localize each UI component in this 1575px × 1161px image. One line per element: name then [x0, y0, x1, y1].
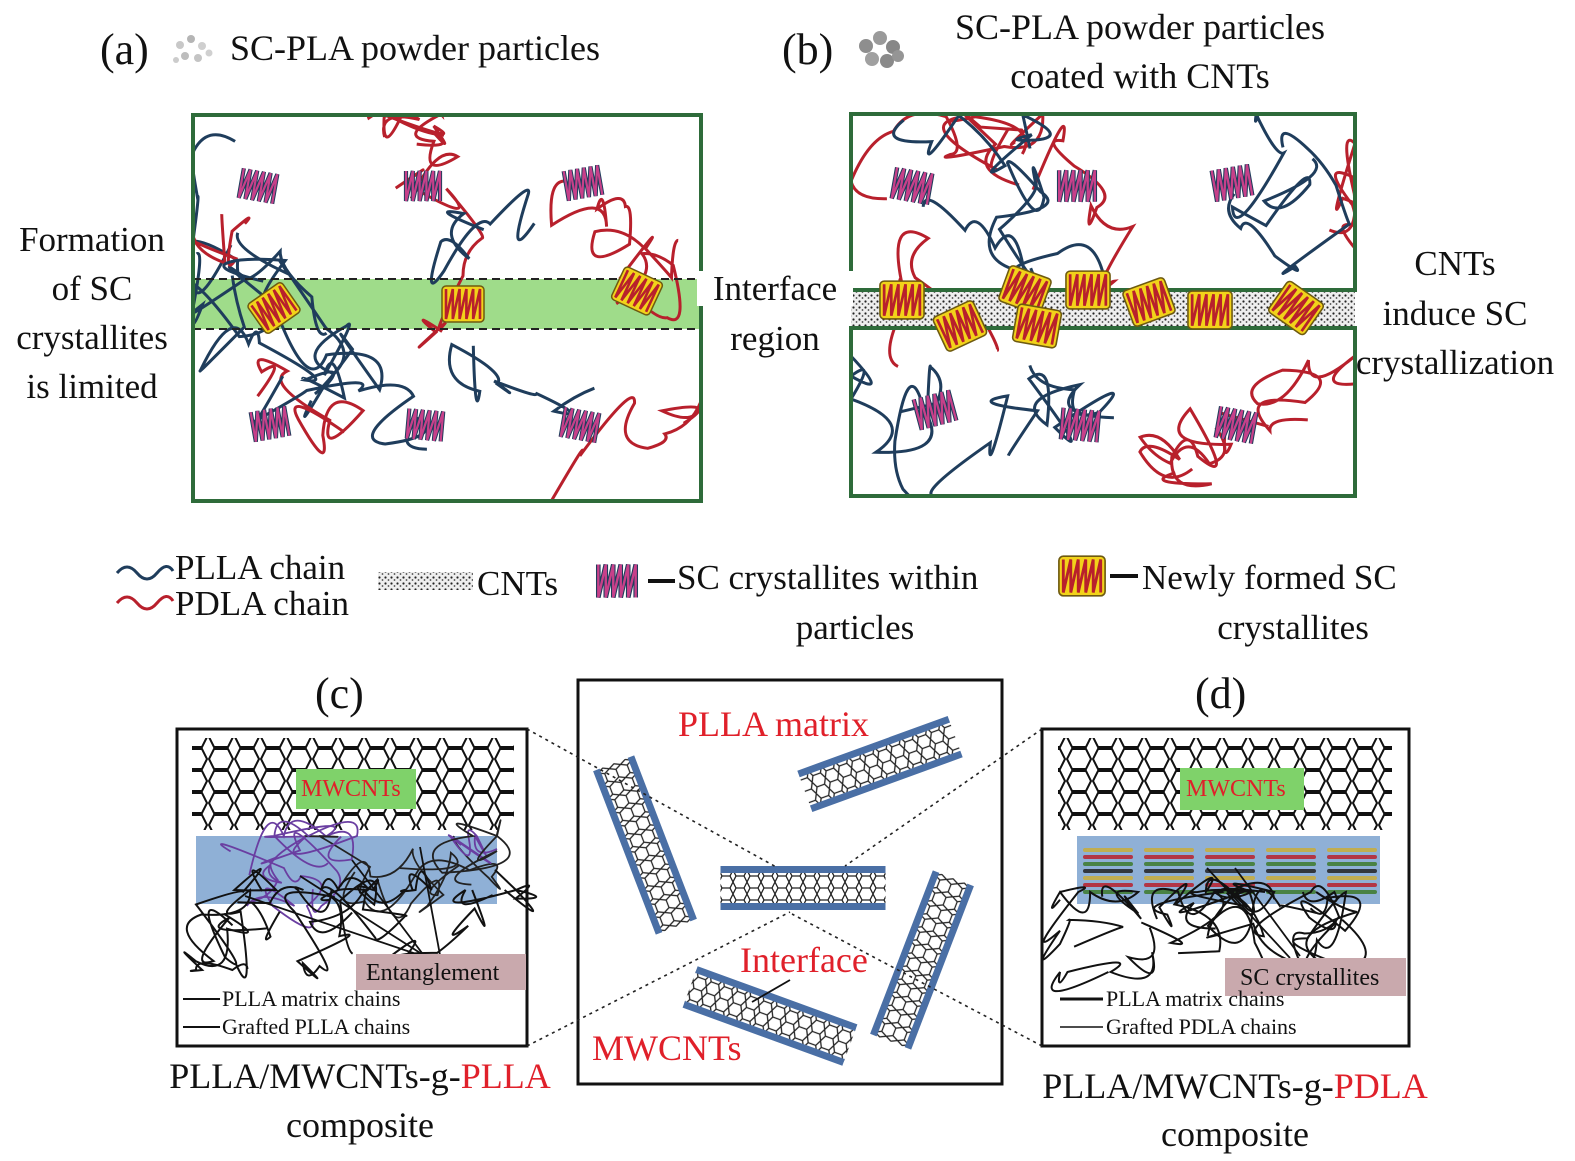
- panel-c-grafted: Grafted PLLA chains: [222, 1014, 411, 1039]
- interface-region-1: Interface: [697, 271, 853, 306]
- plla-chain-swatch: [115, 565, 175, 581]
- panel-b-crystallites: [879, 164, 1325, 444]
- panel-d-caption-2: composite: [1161, 1114, 1309, 1154]
- panel-a-figure: [191, 113, 703, 503]
- panel-d-caption-pre: PLLA/MWCNTs-g-: [1042, 1066, 1334, 1106]
- panel-c-mwcnts: MWCNTs: [301, 776, 401, 802]
- cnt-swatch: [378, 572, 473, 590]
- panel-d-matrix-chains: PLLA matrix chains: [1106, 986, 1285, 1011]
- panel-d-tag: (d): [1195, 669, 1247, 718]
- panel-b-side-2: induce SC: [1382, 294, 1528, 333]
- panel-c-entangle-tag: [356, 954, 526, 990]
- panel-c-caption-red: PLLA: [460, 1056, 551, 1096]
- zoom-lines: [526, 728, 1043, 1047]
- center-nanotubes: [593, 715, 974, 1066]
- panel-d-grafted: Grafted PDLA chains: [1106, 1014, 1297, 1039]
- pdla-chain-swatch: [115, 595, 175, 611]
- cnt-coated-particles-icon: [859, 31, 904, 68]
- panel-a-tag: (a): [100, 25, 149, 74]
- panel-b-side-3: crystallization: [1355, 343, 1555, 382]
- legend-pdla: PDLA chain: [175, 584, 350, 623]
- sc-pla-particles-icon: [173, 35, 213, 63]
- panel-a-side-3: crystallites: [16, 318, 168, 357]
- legend-sc-1: SC crystallites within: [677, 558, 979, 597]
- panel-b-tag: (b): [782, 25, 834, 74]
- panel-d-sc-crystallites: SC crystallites: [1240, 965, 1380, 991]
- panel-b-particles-1: SC-PLA powder particles: [955, 7, 1325, 47]
- center-interface: Interface: [740, 940, 868, 980]
- panel-d-mwcnts-tag: [1180, 768, 1304, 810]
- panel-c-caption-pre: PLLA/MWCNTs-g-: [169, 1056, 461, 1096]
- legend-cnts: CNTs: [477, 564, 559, 603]
- panel-b-particles-2: coated with CNTs: [1010, 56, 1270, 96]
- panel-d-caption-1: PLLA/MWCNTs-g-PDLA: [985, 1068, 1485, 1104]
- panel-c-tag: (c): [315, 669, 364, 718]
- newly-formed-swatch: [1058, 555, 1106, 597]
- legend-graphics: [115, 555, 1138, 611]
- panel-a-crystallites: [236, 164, 664, 444]
- panel-d-sc-tag: [1225, 958, 1406, 996]
- interface-region-2: region: [730, 319, 820, 358]
- legend-plla: PLLA chain: [175, 548, 346, 587]
- center-mwcnts: MWCNTs: [592, 1028, 742, 1068]
- panel-c-matrix-chains: PLLA matrix chains: [222, 986, 401, 1011]
- panel-c-mwcnts-tag: [296, 769, 416, 809]
- panel-a-particles-label: SC-PLA powder particles: [230, 28, 600, 68]
- center-plla-matrix: PLLA matrix: [678, 704, 869, 744]
- panel-b-side-1: CNTs: [1414, 244, 1496, 283]
- panel-a-side-4: is limited: [26, 367, 158, 406]
- sc-within-swatch: [595, 563, 639, 599]
- panel-legend-lines: [183, 997, 1103, 1028]
- pointer-lines: [244, 846, 1301, 1003]
- panel-b-figure: [849, 112, 1357, 498]
- legend-new-1: Newly formed SC: [1142, 558, 1397, 597]
- legend-new-2: crystallites: [1217, 608, 1369, 647]
- panel-d-mwcnts: MWCNTs: [1186, 776, 1286, 802]
- legend-sc-2: particles: [795, 608, 915, 647]
- panel-d-caption-red: PDLA: [1333, 1066, 1428, 1106]
- panel-a-side-2: of SC: [51, 269, 133, 308]
- panel-a-side-1: Formation: [19, 220, 165, 259]
- center-figure: [526, 678, 1043, 1086]
- panel-c-caption-1: PLLA/MWCNTs-g-PLLA: [110, 1058, 610, 1094]
- panel-c-entanglement: Entanglement: [366, 960, 500, 986]
- panel-c-caption-2: composite: [286, 1105, 434, 1145]
